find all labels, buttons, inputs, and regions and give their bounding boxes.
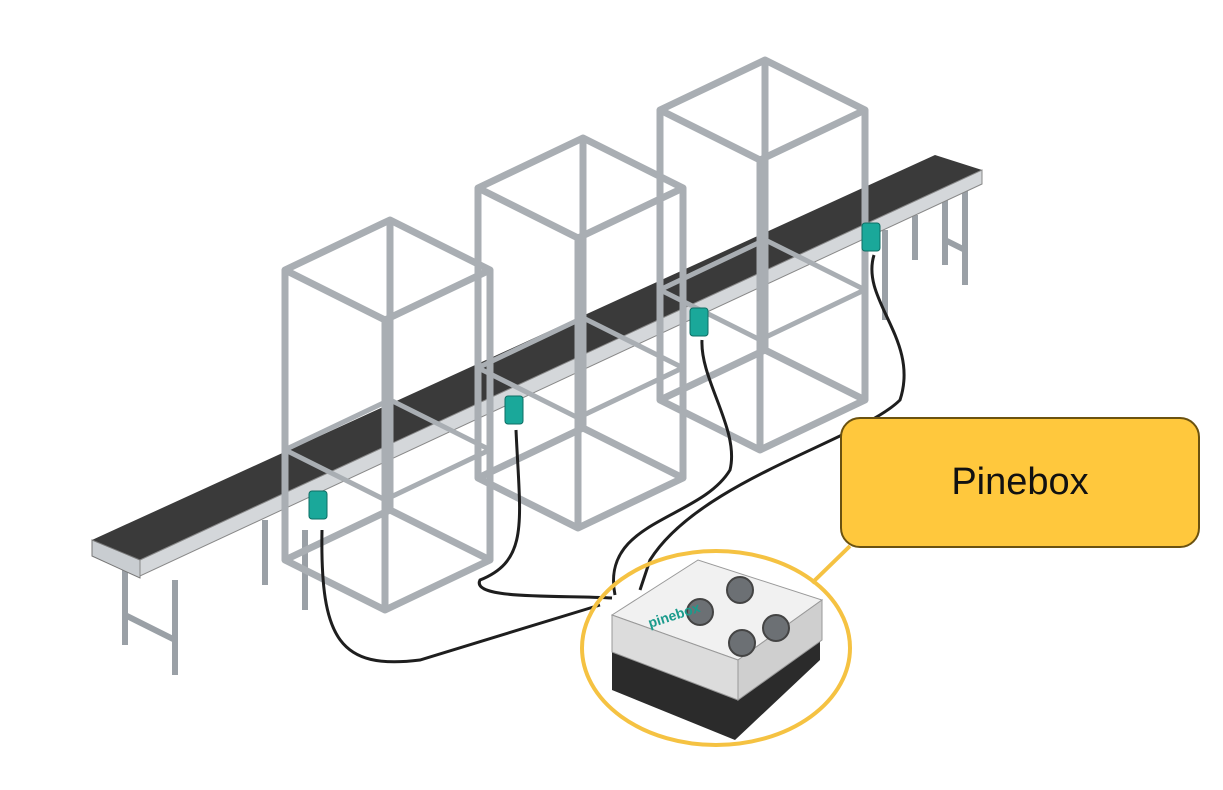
station-frame (474, 134, 687, 532)
sensor-icon (308, 490, 328, 520)
conveyor-side (139, 169, 983, 577)
sensor-cables (320, 254, 906, 664)
conveyor-rail (91, 539, 141, 579)
pinebox-device: pinebox (610, 559, 824, 740)
callout-leader (810, 544, 852, 585)
station-frames (281, 56, 869, 614)
conveyor-legs (122, 180, 968, 675)
station-frame (656, 56, 869, 454)
pinebox-callout-label: Pinebox (840, 417, 1200, 548)
sensor-icon (689, 307, 709, 337)
station-frame (281, 216, 494, 614)
sensor-icon (504, 395, 524, 425)
highlight-ring (580, 549, 852, 747)
sensors (308, 222, 881, 520)
sensor-icon (861, 222, 881, 252)
